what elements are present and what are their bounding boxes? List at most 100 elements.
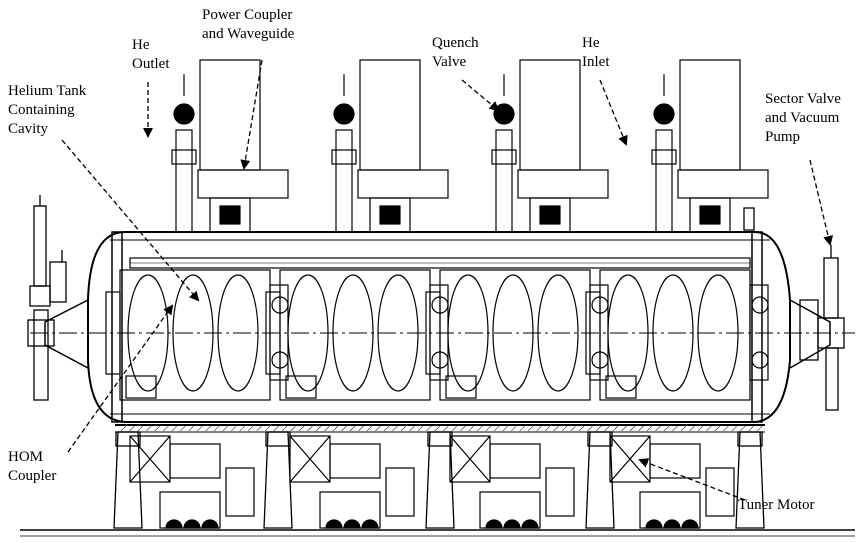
hom-coupler (751, 351, 769, 369)
cavity-modules (105, 59, 769, 529)
label-hom-coupler: HOM Coupler (8, 448, 56, 486)
pump-foot (183, 519, 201, 529)
label-line: HOM (8, 449, 44, 465)
stand-cap (587, 431, 613, 447)
label-line: Quench (432, 35, 479, 51)
pump-foot (681, 519, 699, 529)
label-line: Tuner Motor (738, 497, 815, 513)
tuner-frame (445, 375, 477, 399)
cavity-cell (217, 274, 259, 392)
pump-foot (645, 519, 663, 529)
cavity-cell (377, 274, 419, 392)
waveguide-flange (517, 169, 609, 199)
coupler-port (209, 197, 251, 233)
support-stand-3 (425, 431, 455, 529)
pump-foot (521, 519, 539, 529)
coupler-bellows (379, 205, 401, 225)
waveguide-flange (357, 169, 449, 199)
cavity-cell (447, 274, 489, 392)
support-stand-2 (263, 431, 293, 529)
tuner-motor-detail (609, 435, 651, 483)
coupler-bellows (539, 205, 561, 225)
arrow-hom-coupler (67, 304, 174, 453)
stand-cap (737, 431, 763, 447)
valve-collar (491, 149, 517, 165)
label-quench-valve: Quench Valve (432, 34, 479, 72)
stand-cap (265, 431, 291, 447)
pump-foot (503, 519, 521, 529)
label-helium-tank: Helium Tank Containing Cavity (8, 82, 86, 139)
arrow-power-coupler (240, 59, 263, 170)
quench-valve-body (653, 103, 675, 125)
coupler-port (689, 197, 731, 233)
cavity-module-3 (425, 59, 609, 529)
label-line: Power Coupler (202, 7, 293, 23)
motor-drive (225, 467, 255, 517)
waveguide (679, 59, 741, 171)
quench-valve-body (173, 103, 195, 125)
hom-coupler (751, 296, 769, 314)
helium-tank (279, 269, 431, 401)
quench-valve-body (333, 103, 355, 125)
tuner-motor-detail (449, 435, 491, 483)
label-line: Containing (8, 102, 75, 118)
label-he-inlet: He Inlet (582, 34, 610, 72)
quench-valve-body (493, 103, 515, 125)
waveguide (519, 59, 581, 171)
vacuum-vessel (30, 231, 855, 433)
tank-endplate (585, 291, 601, 375)
support-stands (113, 431, 765, 529)
label-he-outlet: He Outlet (132, 36, 170, 74)
label-line: and Waveguide (202, 26, 295, 42)
cavity-cell (697, 274, 739, 392)
cavity-cell (652, 274, 694, 392)
tuner-frame (285, 375, 317, 399)
tank-endplate (425, 291, 441, 375)
label-line: Coupler (8, 468, 57, 484)
pump-foot (325, 519, 343, 529)
tank-endplate (749, 284, 769, 381)
cavity-module-4 (585, 59, 769, 529)
label-line: Cavity (8, 121, 48, 137)
waveguide (359, 59, 421, 171)
pump-foot (485, 519, 503, 529)
helium-tank (119, 269, 271, 401)
stand-cap (115, 431, 141, 447)
arrow-quench-valve (461, 79, 500, 112)
label-line: Inlet (582, 54, 610, 70)
waveguide-flange (677, 169, 769, 199)
arrow-tuner-motor (638, 458, 746, 501)
cavity-cell (332, 274, 374, 392)
cavity-cell (172, 274, 214, 392)
label-line: He (582, 35, 600, 51)
cavity-cell (127, 274, 169, 392)
cavity-module-2 (265, 59, 449, 529)
label-line: Outlet (132, 56, 170, 72)
gearbox (489, 443, 541, 479)
tuner-frame (125, 375, 157, 399)
stand-cap (427, 431, 453, 447)
tuner-frame (605, 375, 637, 399)
pump-foot (343, 519, 361, 529)
valve-column (495, 129, 513, 233)
waveguide (199, 59, 261, 171)
cavity-module-1 (105, 59, 289, 529)
support-stand-5 (735, 431, 765, 529)
tuner-motor-detail (129, 435, 171, 483)
cavity-cell (537, 274, 579, 392)
leader-lines (61, 59, 834, 501)
motor-drive (705, 467, 735, 517)
valve-collar (331, 149, 357, 165)
valve-collar (651, 149, 677, 165)
label-line: and Vacuum (765, 110, 840, 126)
label-sector-valve: Sector Valve and Vacuum Pump (765, 90, 841, 147)
label-power-coupler: Power Coupler and Waveguide (202, 6, 294, 44)
cavity-cell (492, 274, 534, 392)
motor-drive (385, 467, 415, 517)
label-line: Pump (765, 129, 801, 145)
support-stand-1 (113, 431, 143, 529)
ground (20, 529, 855, 537)
valve-column (175, 129, 193, 233)
helium-tank (599, 269, 751, 401)
